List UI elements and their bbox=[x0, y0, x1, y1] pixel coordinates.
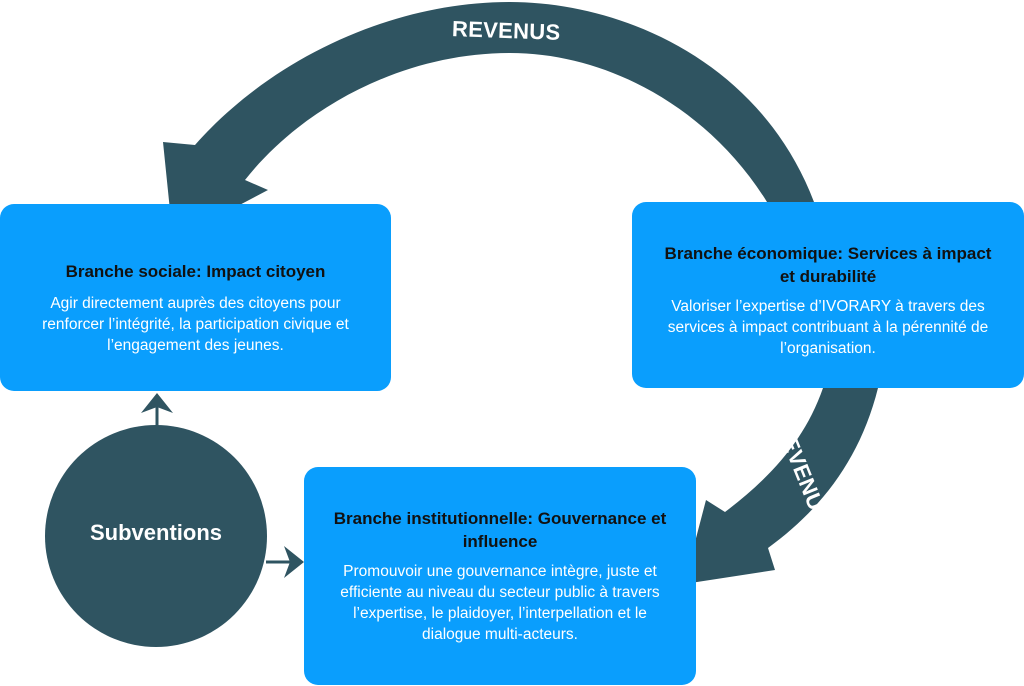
branch-social-title: Branche sociale: Impact citoyen bbox=[65, 261, 326, 281]
subventions-to-institutional-arrowhead bbox=[284, 546, 304, 578]
subventions-to-social-arrowhead bbox=[141, 393, 173, 413]
subventions-label: Subventions bbox=[89, 520, 222, 545]
branch-social-box: Branche sociale: Impact citoyen Agir dir… bbox=[0, 204, 391, 391]
branch-social-description: Agir directement auprès des citoyens pou… bbox=[42, 294, 349, 354]
revenus-arrow-top bbox=[163, 2, 814, 240]
branch-institutional-description: Promouvoir une gouvernance intègre, just… bbox=[340, 563, 660, 643]
branch-institutional-box: Branche institutionnelle: Gouvernance et… bbox=[304, 467, 696, 685]
revenus-label-top: REVENUS bbox=[451, 16, 561, 45]
branch-economic-description: Valoriser l’expertise d’IVORARY à traver… bbox=[667, 297, 989, 357]
branch-economic-title: Branche économique: Services à impact et… bbox=[664, 243, 992, 286]
subventions-circle bbox=[45, 425, 267, 647]
branch-institutional-title: Branche institutionnelle: Gouvernance et… bbox=[333, 509, 667, 551]
branch-economic-box: Branche économique: Services à impact et… bbox=[632, 202, 1024, 388]
revenus-arrow-right bbox=[684, 388, 878, 584]
